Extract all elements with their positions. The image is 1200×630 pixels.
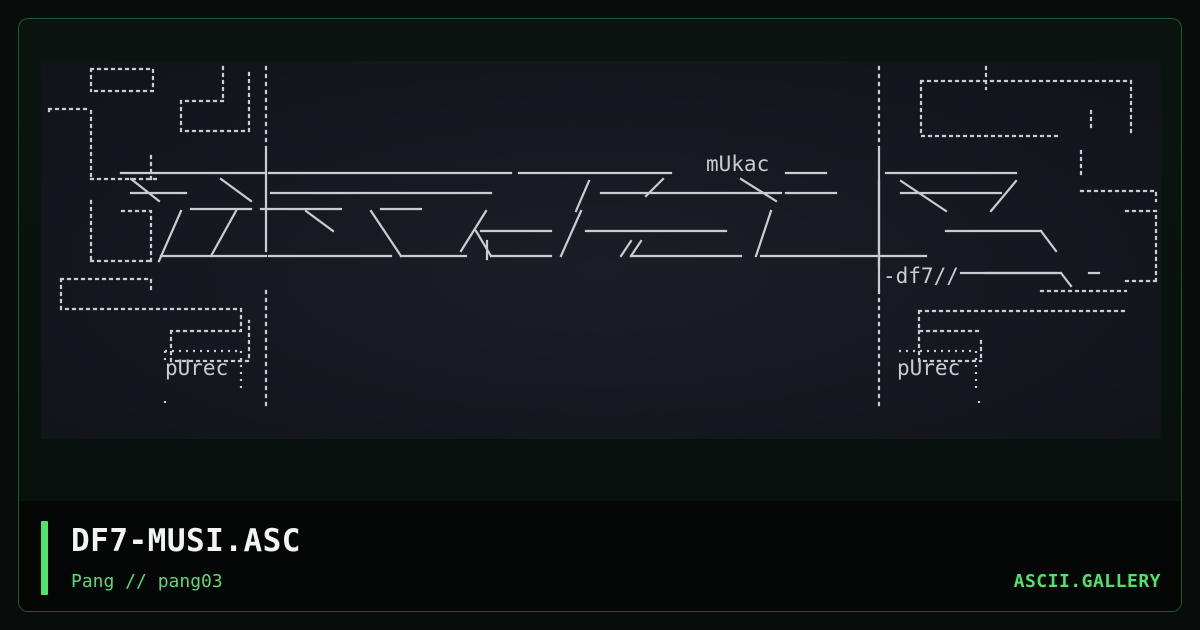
left-dot-frame-2 [47,107,251,363]
art-tag-purec-right: pUrec [897,356,960,380]
file-title: DF7-MUSI.ASC [71,523,301,559]
right-dot-frame-1 [919,65,1158,203]
art-tag-purec-left: pUrec [165,356,228,380]
art-tag-mukac: mUkac [706,152,769,176]
logo-diagonals [129,177,1073,288]
logo-low-bar [189,207,1043,233]
card-footer: DF7-MUSI.ASC Pang // pang03 ASCII.GALLER… [19,501,1181,611]
site-brand: ASCII.GALLERY [1013,571,1161,592]
author-byline: Pang // pang03 [71,571,223,592]
card-frame: mUkac -df7// pUrec pUrec DF7-MUSI.ASC Pa… [18,18,1182,612]
right-bottom-dots [899,349,981,407]
art-tag-df7: -df7// [883,264,959,288]
ascii-art: mUkac -df7// pUrec pUrec [47,65,1158,408]
ascii-art-panel: mUkac -df7// pUrec pUrec [41,61,1161,439]
left-dot-frame-1 [89,65,251,181]
logo-verticals [264,179,881,268]
accent-bar [41,521,48,595]
logo-base-bar [159,254,1063,275]
right-dot-frame-2 [917,209,1158,363]
